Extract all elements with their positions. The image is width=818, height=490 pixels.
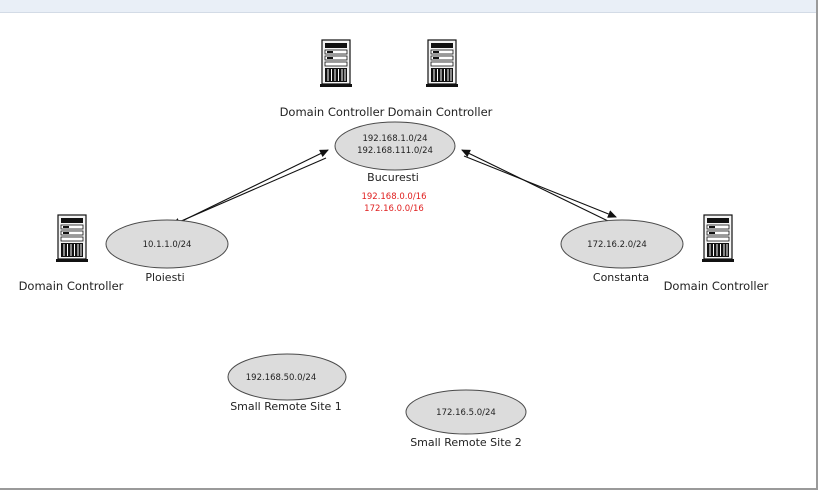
top-strip bbox=[0, 0, 816, 13]
link-bucuresti-to-ploiesti bbox=[171, 157, 327, 226]
link-constanta-to-bucuresti bbox=[461, 149, 609, 222]
site-ellipse bbox=[227, 353, 347, 401]
site-remote-2: 172.16.5.0/24 Small Remote Site 2 bbox=[405, 389, 527, 449]
site-ellipse bbox=[334, 121, 456, 171]
subnet-label: 192.168.1.0/24 bbox=[362, 134, 427, 144]
server-tower-icon bbox=[319, 39, 353, 88]
site-ellipse bbox=[560, 219, 684, 269]
summary-route: 172.16.0.0/16 bbox=[364, 204, 424, 214]
server-label: Domain Controller bbox=[664, 279, 769, 293]
subnet-label: 172.16.5.0/24 bbox=[436, 408, 496, 418]
site-bucuresti: 192.168.1.0/24 192.168.111.0/24 Bucurest… bbox=[334, 121, 456, 184]
subnet-label: 192.168.111.0/24 bbox=[357, 146, 433, 156]
summary-route: 192.168.0.0/16 bbox=[361, 192, 426, 202]
server-tower-icon bbox=[425, 39, 459, 88]
server-right: Domain Controller bbox=[664, 214, 769, 293]
server-top-right: Domain Controller bbox=[388, 39, 493, 119]
server-top-left: Domain Controller bbox=[280, 39, 385, 119]
subnet-label: 172.16.2.0/24 bbox=[587, 240, 647, 250]
site-name: Bucuresti bbox=[367, 171, 419, 184]
site-remote-1: 192.168.50.0/24 Small Remote Site 1 bbox=[227, 353, 347, 413]
site-name: Small Remote Site 1 bbox=[230, 400, 342, 413]
server-tower-icon bbox=[55, 214, 89, 263]
site-constanta: 172.16.2.0/24 Constanta bbox=[560, 219, 684, 284]
server-tower-icon bbox=[701, 214, 735, 263]
site-ellipse bbox=[405, 389, 527, 435]
subnet-label: 192.168.50.0/24 bbox=[246, 373, 316, 383]
server-label: Domain Controller bbox=[19, 279, 124, 293]
server-label: Domain Controller bbox=[388, 105, 493, 119]
site-name: Constanta bbox=[593, 271, 649, 284]
connections bbox=[171, 149, 617, 226]
site-name: Small Remote Site 2 bbox=[410, 436, 522, 449]
site-ploiesti: 10.1.1.0/24 Ploiesti bbox=[105, 219, 229, 284]
link-bucuresti-to-constanta bbox=[463, 155, 617, 218]
summary-routes: 192.168.0.0/16 172.16.0.0/16 bbox=[361, 192, 426, 214]
subnet-label: 10.1.1.0/24 bbox=[143, 240, 192, 250]
server-label: Domain Controller bbox=[280, 105, 385, 119]
link-ploiesti-to-bucuresti bbox=[179, 149, 329, 223]
site-ellipse bbox=[105, 219, 229, 269]
site-name: Ploiesti bbox=[145, 271, 184, 284]
server-left: Domain Controller bbox=[19, 214, 124, 293]
